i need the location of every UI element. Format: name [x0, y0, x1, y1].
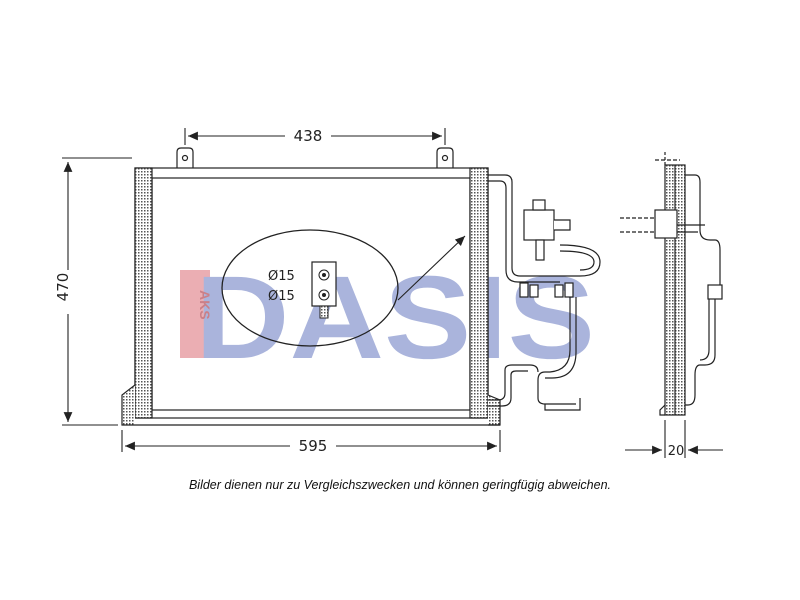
mounting-tab-right	[436, 147, 454, 168]
left-tank	[134, 167, 153, 419]
dim-label-470: 470	[54, 273, 72, 302]
pressure-valve	[523, 209, 555, 241]
dim-label-438: 438	[294, 127, 323, 145]
side-valve	[654, 209, 678, 239]
refrigerant-pipes	[488, 174, 601, 411]
dim-label-595: 595	[299, 437, 328, 455]
detail-pointer-arrow	[397, 235, 466, 301]
right-tank	[469, 167, 489, 419]
disclaimer-caption: Bilder dienen nur zu Vergleichszwecken u…	[188, 478, 612, 492]
mounting-hole-left	[181, 154, 189, 162]
detail-ellipse	[221, 229, 399, 347]
pipe-diameter-label-2: Ø15	[268, 289, 295, 304]
watermark-side-text: AKS	[197, 290, 213, 320]
bottom-bracket-left	[121, 384, 136, 426]
mounting-tab-left	[176, 147, 194, 168]
pipe-diameter-label-1: Ø15	[268, 269, 295, 284]
mounting-hole-right	[441, 154, 449, 162]
condenser-side-view	[620, 152, 723, 416]
watermark: DASIS AKS	[180, 252, 595, 384]
detail-callout: Ø15 Ø15	[221, 229, 466, 347]
watermark-red-block	[180, 270, 210, 358]
condenser-front-view	[121, 147, 501, 426]
dim-label-20: 20	[668, 444, 685, 459]
